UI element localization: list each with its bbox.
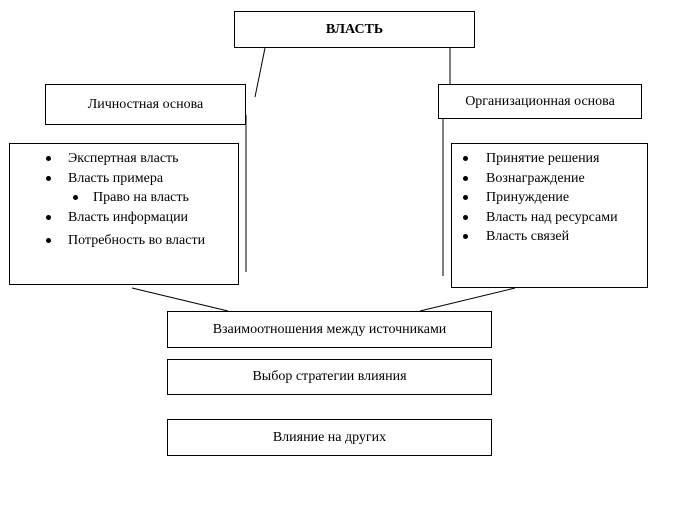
strategy-label: Выбор стратегии влияния bbox=[252, 369, 407, 384]
relations-box: Взаимоотношения между источниками bbox=[167, 311, 492, 348]
organizational-sources-list-box: Принятие решения Вознаграждение Принужде… bbox=[451, 143, 648, 288]
list-item: Принятие решения bbox=[486, 151, 600, 166]
bullet-icon bbox=[463, 215, 468, 220]
personal-basis-box: Личностная основа bbox=[45, 84, 246, 125]
list-item: Вознаграждение bbox=[486, 171, 585, 186]
list-item: Власть связей bbox=[486, 229, 570, 244]
bullet-icon bbox=[46, 215, 51, 220]
list-item: Потребность во власти bbox=[68, 233, 206, 248]
list-item: Власть информации bbox=[68, 210, 189, 225]
organizational-basis-box: Организационная основа bbox=[438, 84, 642, 119]
bullet-icon bbox=[463, 234, 468, 239]
power-title: ВЛАСТЬ bbox=[325, 21, 384, 37]
connector-organizational-to-relations bbox=[419, 287, 516, 312]
bullet-icon bbox=[463, 156, 468, 161]
bullet-icon bbox=[463, 176, 468, 181]
personal-basis-heading: Личностная основа bbox=[87, 96, 204, 112]
bullet-icon bbox=[46, 176, 51, 181]
bullet-icon bbox=[46, 156, 51, 161]
personal-sources-list-box: Экспертная власть Власть примера Право н… bbox=[9, 143, 239, 285]
list-item: Принуждение bbox=[486, 190, 570, 205]
bullet-icon bbox=[46, 238, 51, 243]
connector-personal-to-relations bbox=[131, 287, 229, 312]
strategy-box: Выбор стратегии влияния bbox=[167, 359, 492, 395]
influence-label: Влияние на других bbox=[272, 429, 387, 445]
bullet-icon bbox=[73, 195, 78, 200]
list-item: Власть примера bbox=[68, 171, 164, 186]
influence-box: Влияние на других bbox=[167, 419, 492, 456]
relations-label: Взаимоотношения между источниками bbox=[212, 321, 447, 337]
list-item: Экспертная власть bbox=[68, 151, 179, 166]
organizational-basis-heading: Организационная основа bbox=[465, 93, 615, 109]
bullet-icon bbox=[463, 195, 468, 200]
list-item: Власть над ресурсами bbox=[486, 210, 618, 225]
connector-power-to-personal bbox=[254, 47, 266, 98]
list-item: Право на власть bbox=[93, 190, 189, 205]
power-box: ВЛАСТЬ bbox=[234, 11, 475, 48]
